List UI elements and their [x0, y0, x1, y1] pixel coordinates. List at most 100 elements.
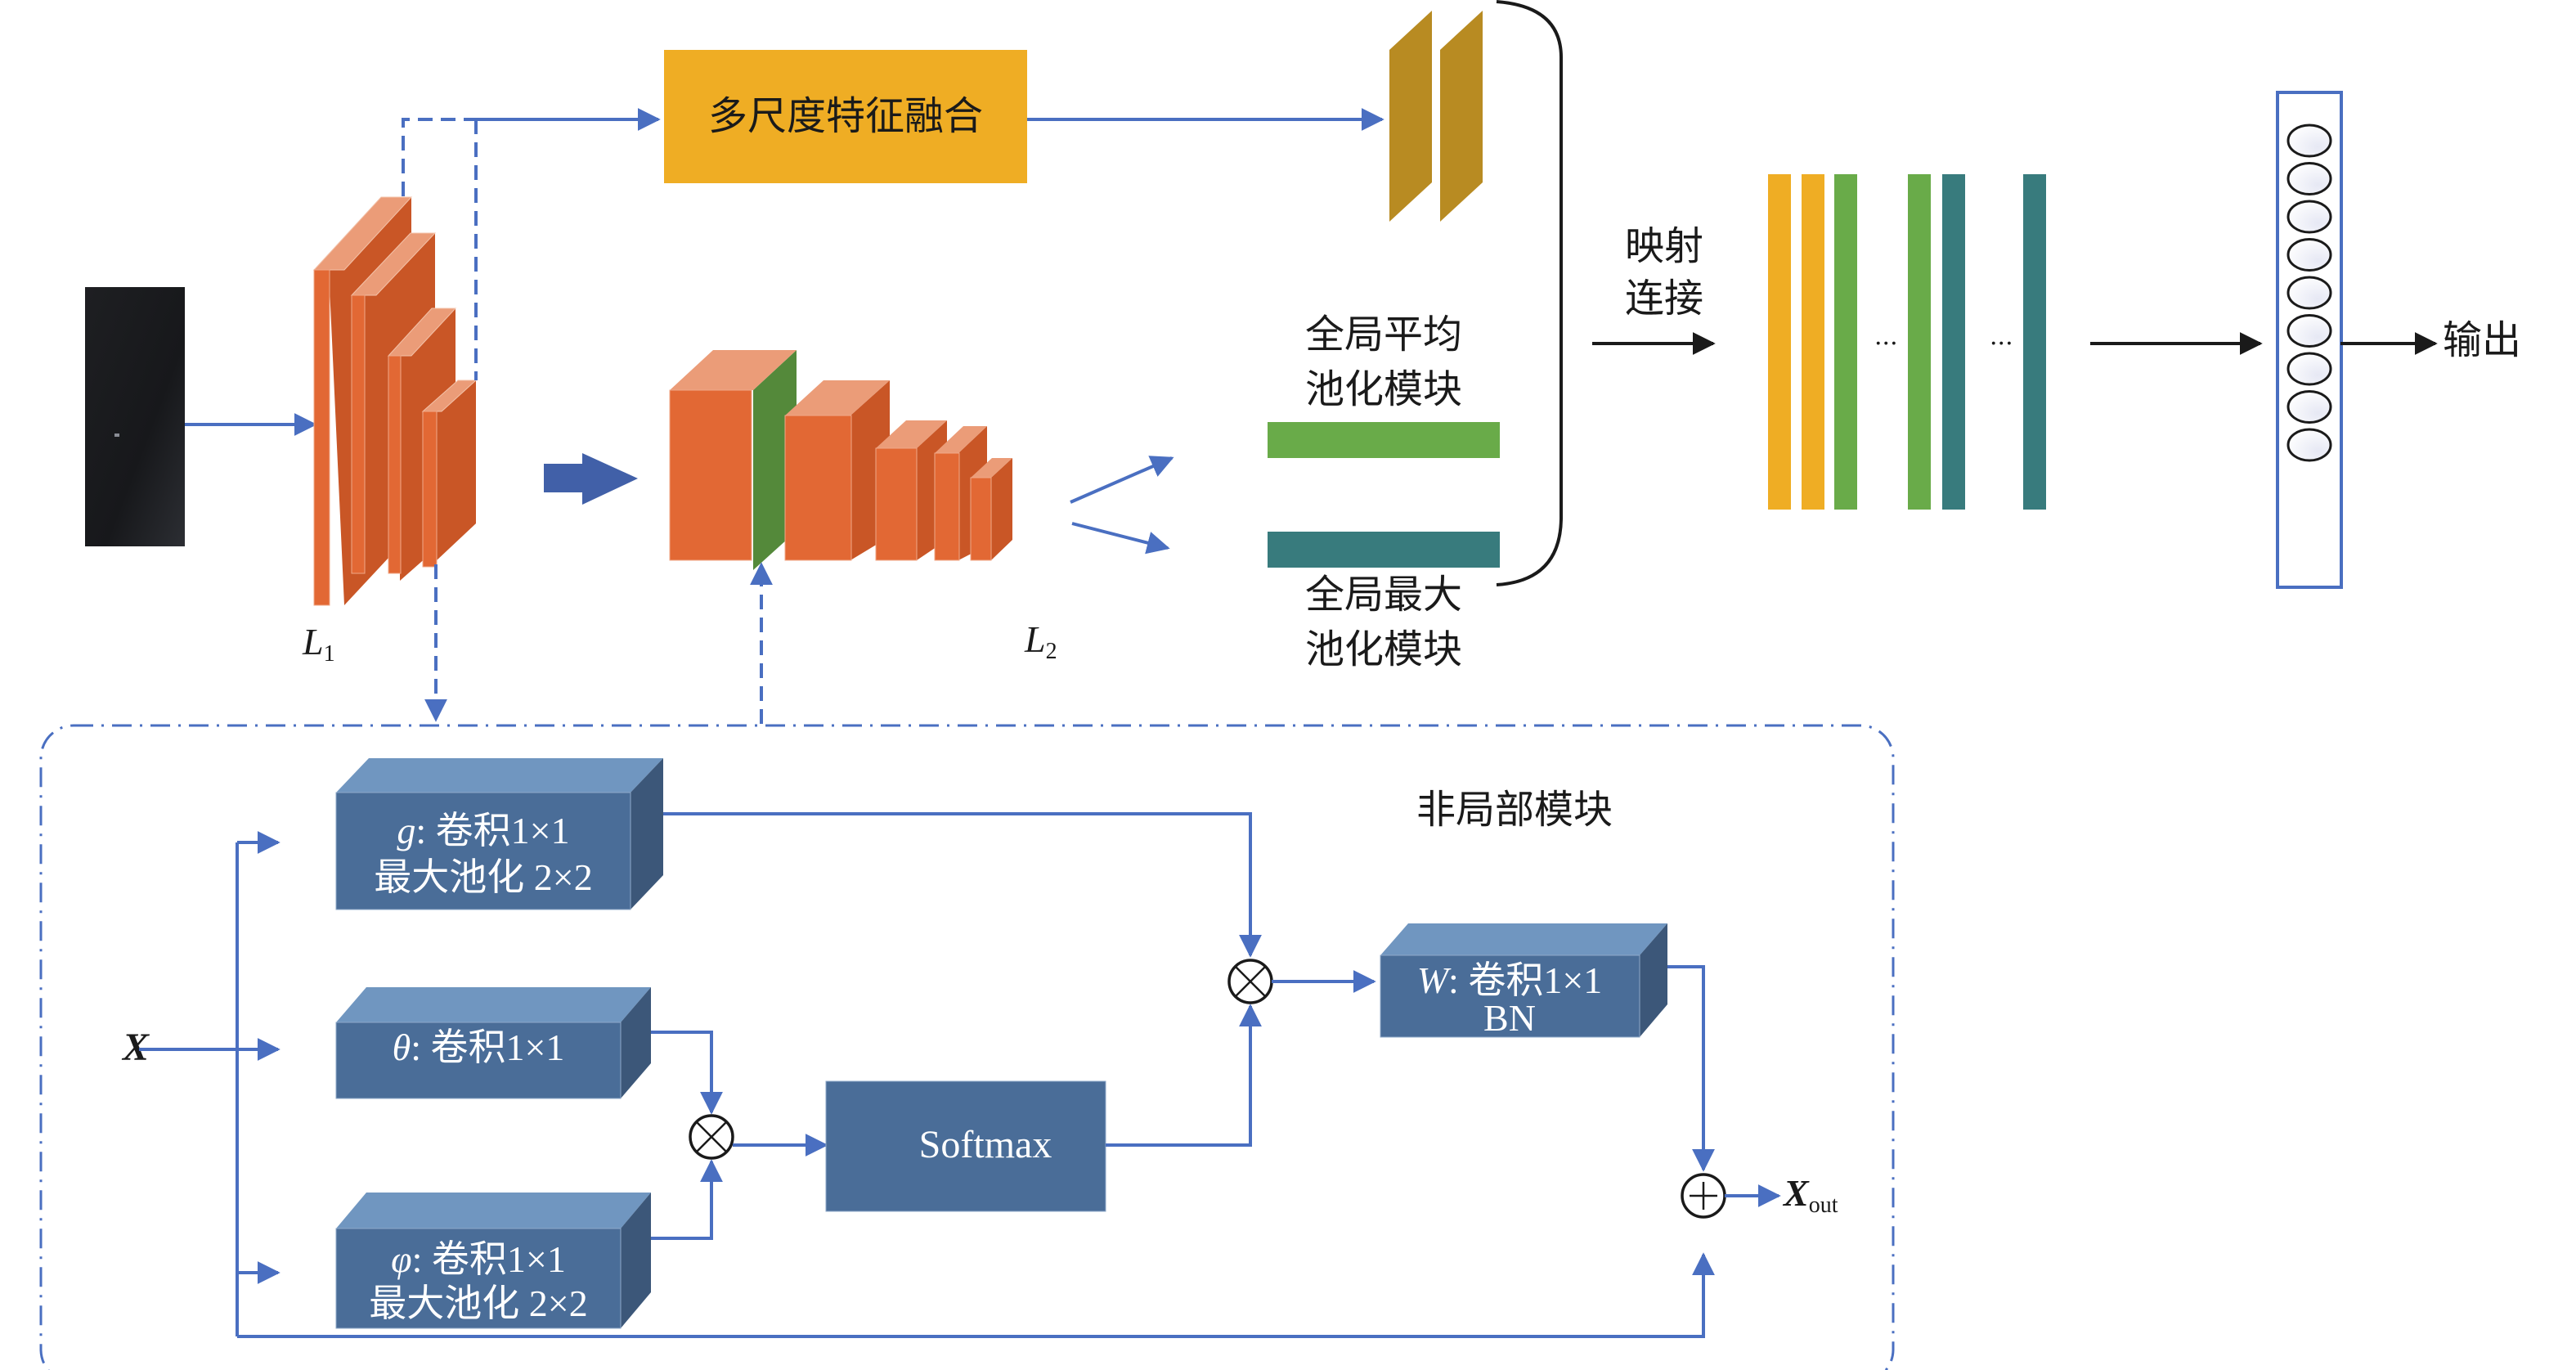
concat-ellipsis-2: ··· — [1990, 330, 2013, 358]
nonlocal-input-label: X — [121, 1026, 150, 1069]
avg-pool-bar — [1268, 422, 1500, 458]
g-block-side — [631, 758, 663, 910]
mapping-label-2: 连接 — [1625, 276, 1703, 321]
l1-slab-2-top — [350, 232, 437, 296]
output-label: 输出 — [2443, 317, 2521, 363]
l2-block-3-front — [875, 447, 918, 561]
concat-bar-orange-2 — [1802, 174, 1824, 510]
fc-neuron — [2287, 124, 2332, 158]
l2-label: L2 — [1024, 618, 1057, 664]
multiply-node-2 — [1227, 959, 1273, 1004]
w-block: W: 卷积1×1 BN — [1380, 923, 1667, 1039]
l1-to-fusion-dashed — [402, 118, 478, 380]
l1-slab-1-front — [313, 269, 330, 606]
g-block-top — [336, 758, 663, 793]
l2-block-4-front — [934, 452, 960, 561]
l2-block-2-front — [784, 415, 852, 561]
l2-block-5-top — [971, 458, 1012, 478]
w-to-add-arrow — [1667, 965, 1715, 1172]
add-node — [1681, 1173, 1726, 1219]
concat-bar-green-2 — [1908, 174, 1931, 510]
l2-block-5-front — [970, 477, 992, 561]
nonlocal-title: 非局部模块 — [1416, 787, 1613, 833]
input-image — [85, 287, 185, 546]
l2-block-1-top — [670, 350, 797, 390]
fc-neuron — [2287, 428, 2332, 462]
phi-block-top — [336, 1193, 651, 1229]
theta-block-front — [335, 1022, 622, 1099]
concat-bar-orange-1 — [1768, 174, 1791, 510]
w-block-line2: BN — [1483, 997, 1536, 1039]
l2-block-3-top — [876, 420, 947, 448]
to-avg-pool-arrow — [1070, 456, 1174, 504]
to-multiply-2-connectors — [663, 812, 1262, 1147]
image-speck — [114, 433, 119, 437]
fc-neurons — [2287, 124, 2332, 462]
fc-neuron — [2287, 352, 2332, 386]
phi-block-line1: φ: 卷积1×1 — [391, 1238, 566, 1280]
concat-bracket — [1496, 0, 1564, 586]
concat-bar-teal-1 — [1942, 174, 1965, 510]
w-block-side — [1640, 923, 1667, 1037]
l1-label: L1 — [302, 621, 335, 667]
l1-slab-1-top — [312, 196, 413, 271]
residual-arrow — [237, 1252, 1715, 1338]
gold-slab-2 — [1440, 11, 1483, 222]
l2-block-4-top — [935, 426, 987, 453]
fc-neuron — [2287, 238, 2332, 272]
max-pool-bar — [1268, 532, 1500, 568]
l1-slab-4-front — [422, 411, 438, 568]
fc-neuron — [2287, 390, 2332, 424]
l1-feature-maps — [312, 196, 478, 606]
g-block-line2: 最大池化 2×2 — [374, 856, 592, 898]
avg-pool-label-1: 全局平均 — [1305, 312, 1462, 357]
l2-block-2-top — [785, 380, 890, 415]
w-block-front — [1380, 955, 1640, 1038]
l2-block-5-side — [991, 458, 1012, 560]
phi-block-side — [621, 1193, 651, 1328]
concatenated-features: ··· ··· — [1768, 174, 2046, 510]
g-block: g: 卷积1×1 最大池化 2×2 — [335, 758, 663, 910]
g-block-front — [335, 792, 631, 910]
fc-neuron — [2287, 314, 2332, 348]
l1-slab-4-side — [436, 380, 476, 561]
w-block-top — [1380, 923, 1667, 955]
gold-slab-1 — [1389, 11, 1432, 222]
l1-slab-3-top — [387, 308, 457, 357]
avg-pool-label-2: 池化模块 — [1305, 366, 1462, 412]
concat-ellipsis-1: ··· — [1874, 330, 1898, 358]
fusion-label: 多尺度特征融合 — [708, 93, 983, 139]
to-max-pool-arrow — [1071, 522, 1170, 555]
theta-block-top — [336, 987, 651, 1022]
mapping-label-1: 映射 — [1625, 223, 1703, 269]
fc-neuron — [2287, 276, 2332, 310]
fused-feature-slabs — [1389, 11, 1483, 222]
theta-block-side — [621, 987, 651, 1098]
concat-bar-green-1 — [1834, 174, 1857, 510]
l1-slab-3-front — [388, 355, 402, 574]
theta-block: θ: 卷积1×1 — [335, 987, 651, 1099]
softmax-label: Softmax — [919, 1123, 1052, 1166]
phi-block-front — [335, 1228, 622, 1329]
multiply-node-1 — [689, 1114, 734, 1160]
concat-bar-teal-2 — [2023, 174, 2046, 510]
fusion-box: 多尺度特征融合 — [664, 50, 1027, 183]
input-distribution-lines — [139, 831, 1715, 1338]
theta-block-label: θ: 卷积1×1 — [393, 1026, 565, 1068]
w-block-line1: W: 卷积1×1 — [1417, 959, 1603, 1001]
l2-feature-blocks — [669, 350, 1012, 570]
l1-to-l2-arrow — [544, 453, 638, 505]
l1-slab-2-front — [351, 294, 366, 574]
fc-neuron — [2287, 200, 2332, 234]
g-block-line1: g: 卷积1×1 — [397, 810, 569, 851]
l2-block-1-front — [669, 389, 752, 561]
max-pool-label-2: 池化模块 — [1305, 627, 1462, 672]
max-pool-label-1: 全局最大 — [1305, 572, 1462, 618]
softmax-block: Softmax — [825, 1080, 1106, 1212]
nonlocal-output-label: Xout — [1782, 1172, 1838, 1218]
theta-phi-connectors — [651, 1031, 723, 1240]
fc-neuron — [2287, 162, 2332, 195]
nonlocal-module-frame — [39, 724, 1895, 1370]
phi-block: φ: 卷积1×1 最大池化 2×2 — [335, 1193, 651, 1329]
